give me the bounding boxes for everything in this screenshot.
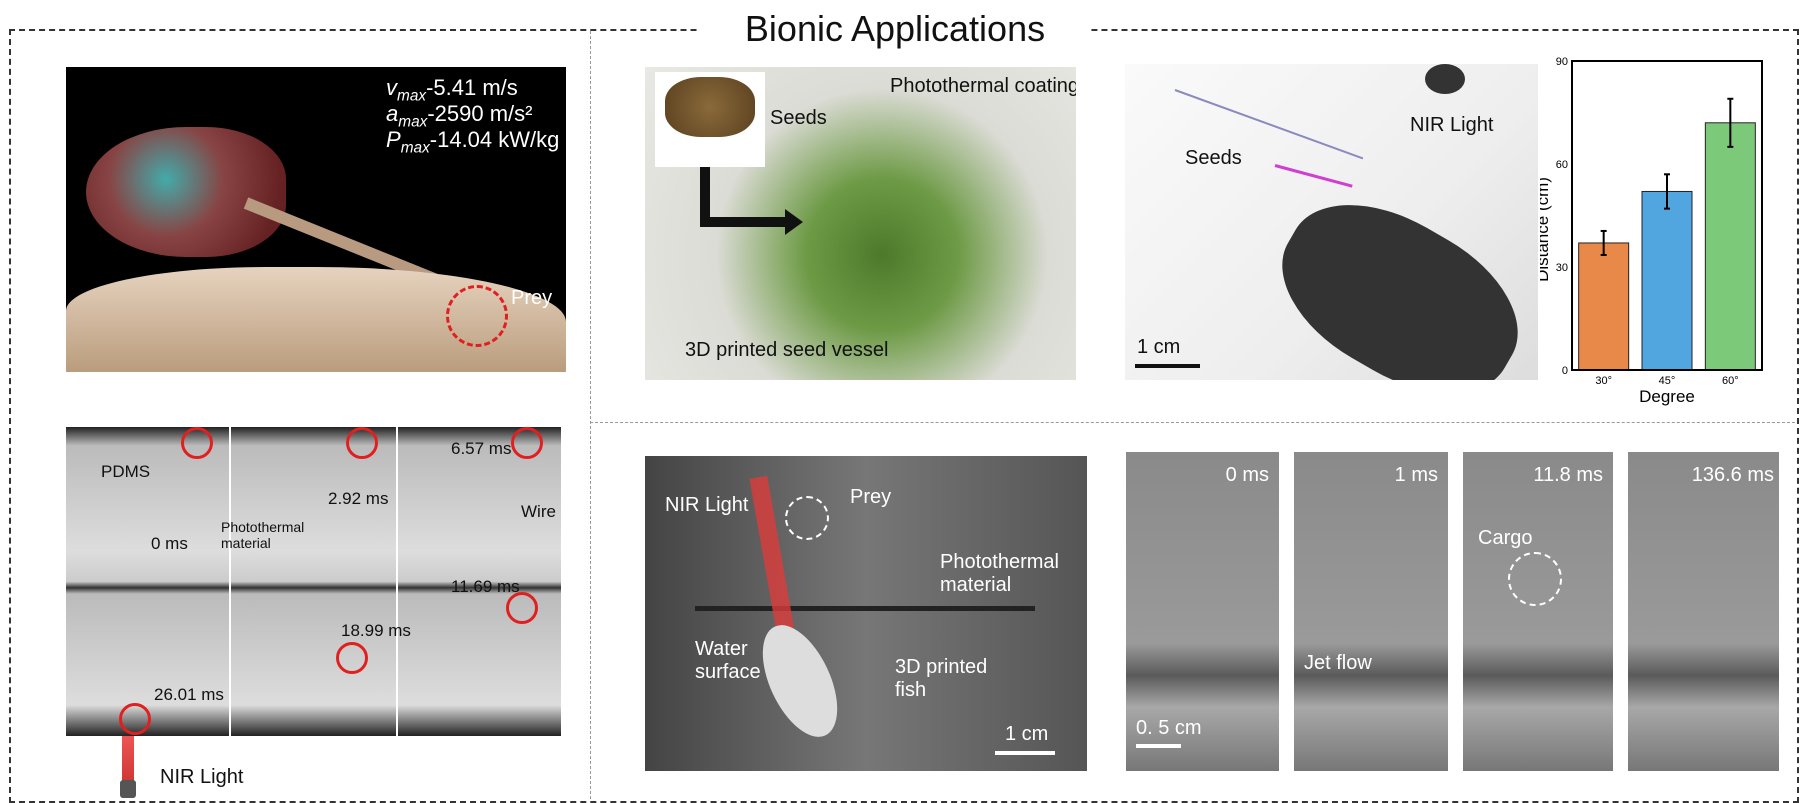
bar — [1641, 190, 1693, 371]
seeds-label: Seeds — [1185, 147, 1242, 169]
seeds-label: Seeds — [770, 107, 827, 129]
seed-launch-photo: Seeds NIR Light 1 cm — [1125, 64, 1538, 380]
time-2: 6.57 ms — [451, 439, 512, 458]
frame-time: 136.6 ms — [1691, 464, 1774, 486]
nir-light-icon — [1425, 64, 1465, 94]
nir-light-label: NIR Light — [1410, 114, 1494, 136]
scale-label: 0. 5 cm — [1136, 717, 1202, 739]
prey-label: Prey — [511, 287, 553, 309]
time-3: 26.01 ms — [154, 685, 224, 704]
y-axis-label: Distance (cm) — [1540, 177, 1552, 282]
photothermal-label: Photothermal material — [940, 551, 1059, 596]
cargo-label: Cargo — [1478, 527, 1533, 549]
vessel-label: 3D printed seed vessel — [685, 339, 889, 361]
photothermal-label: Photothermal material — [221, 519, 305, 551]
time-4: 18.99 ms — [341, 621, 411, 640]
time-5: 11.69 ms — [451, 577, 520, 596]
time-0: 0 ms — [151, 534, 188, 553]
prey-label: Prey — [850, 486, 892, 508]
scale-bar — [1135, 364, 1200, 368]
seed-vessel-photo: Seeds Photothermal coating 3D printed se… — [645, 67, 1076, 380]
sequence-photo: PDMS 0 ms 2.92 ms 6.57 ms Photothermal m… — [66, 427, 561, 736]
divider-vertical — [590, 31, 591, 799]
figure-title: Bionic Applications — [700, 8, 1090, 50]
plot-frame — [1571, 60, 1763, 371]
prey-circle — [446, 285, 508, 347]
scale-bar — [995, 751, 1055, 755]
bar — [1578, 242, 1630, 371]
frame-1: 1 ms Jet flow — [1294, 452, 1448, 771]
jet-flow-label: Jet flow — [1304, 652, 1372, 674]
arrow-icon — [700, 217, 790, 227]
y-tick-label: 90 — [1556, 56, 1568, 68]
x-axis-label: Degree — [1639, 387, 1695, 406]
divider-horizontal — [590, 422, 1795, 423]
y-tick-label: 0 — [1562, 365, 1568, 377]
water-surface-label: Water surface — [695, 638, 761, 683]
pdms-label: PDMS — [101, 462, 151, 481]
nir-beam — [122, 736, 134, 786]
y-tick-label: 30 — [1556, 262, 1568, 274]
x-tick-label: 45° — [1659, 375, 1676, 387]
vmax-label: vmax-5.41 m/s — [386, 75, 518, 105]
coating-label: Photothermal coating — [890, 75, 1076, 97]
frame-time: 11.8 ms — [1533, 464, 1603, 486]
frame-2: 11.8 ms Cargo — [1463, 452, 1613, 771]
nir-light-icon — [120, 780, 136, 798]
y-tick-label: 60 — [1556, 159, 1568, 171]
scale-bar — [1136, 744, 1181, 748]
x-tick-label: 30° — [1595, 375, 1612, 387]
scale-label: 1 cm — [1137, 336, 1181, 358]
frame-time: 0 ms — [1225, 464, 1269, 486]
nir-light-label: NIR Light — [665, 494, 749, 516]
x-tick-label: 60° — [1722, 375, 1739, 387]
wire-label: Wire — [521, 502, 556, 521]
frame-time: 1 ms — [1394, 464, 1438, 486]
nir-light-label: NIR Light — [160, 766, 244, 788]
frame-0: 0 ms 0. 5 cm — [1126, 452, 1279, 771]
bar — [1704, 122, 1756, 371]
amax-label: amax-2590 m/s² — [386, 101, 533, 131]
fish-photo: NIR Light Prey Photothermal material Wat… — [645, 456, 1087, 771]
scale-label: 1 cm — [1005, 723, 1049, 745]
pmax-label: Pmax-14.04 kW/kg — [386, 127, 560, 157]
fish-label: 3D printed fish — [895, 656, 988, 701]
frame-3: 136.6 ms — [1628, 452, 1779, 771]
chameleon-photo: vmax-5.41 m/s amax-2590 m/s² Pmax-14.04 … — [66, 67, 566, 372]
seeds-image — [665, 77, 755, 137]
time-1: 2.92 ms — [328, 489, 389, 508]
